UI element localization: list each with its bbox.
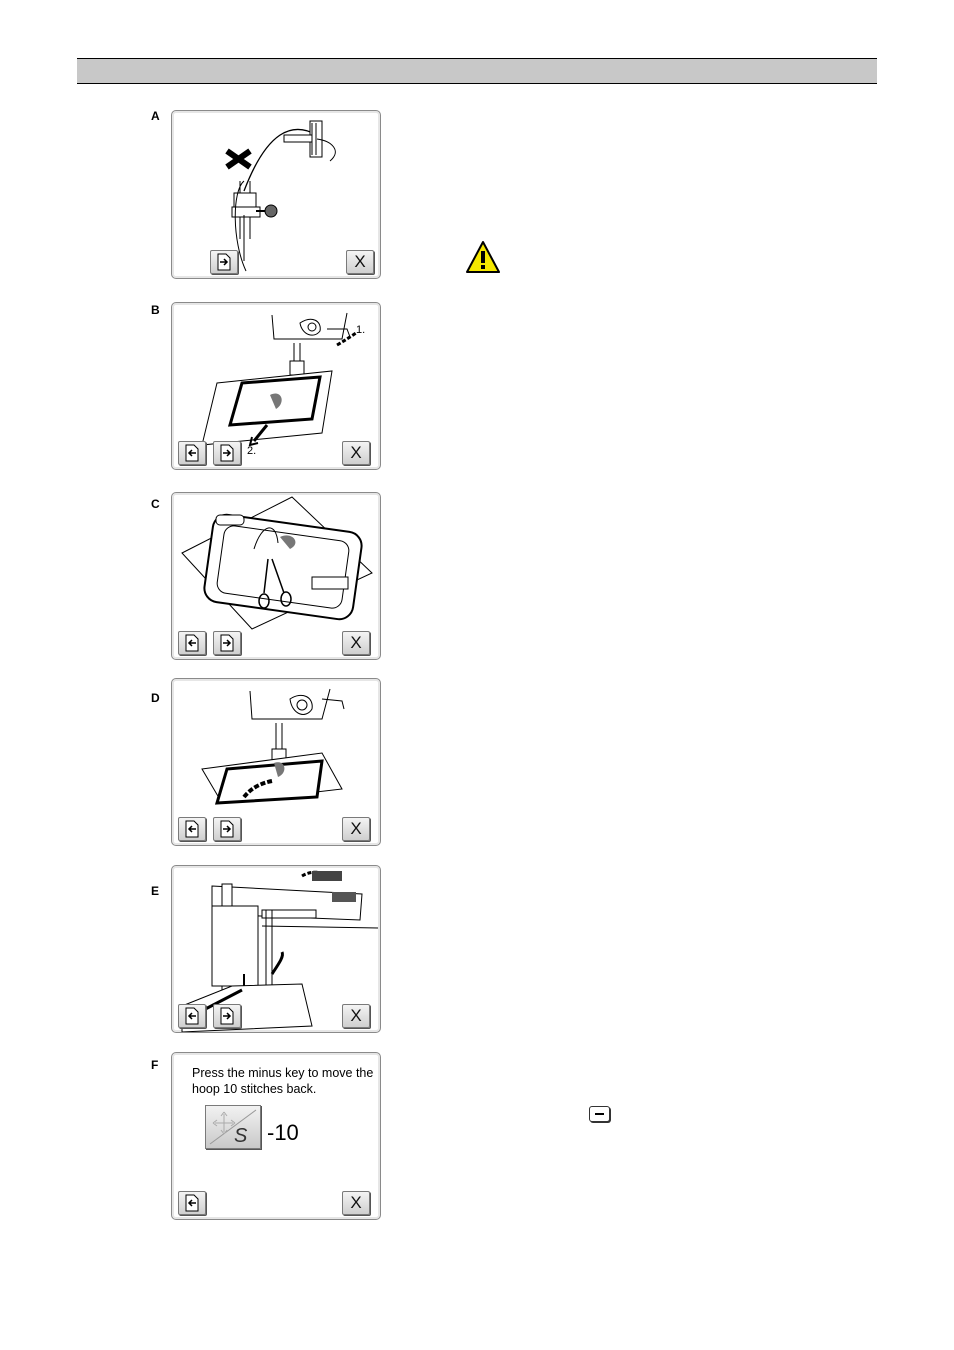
page-next-icon xyxy=(216,253,232,271)
panel-e-screen: X xyxy=(171,865,381,1033)
panel-letter-c: C xyxy=(151,497,160,511)
previous-page-button[interactable] xyxy=(178,1191,206,1215)
callout-step-2: 2. xyxy=(247,445,256,457)
next-page-button[interactable] xyxy=(213,817,241,841)
next-page-button[interactable] xyxy=(213,1004,241,1028)
panel-letter-d: D xyxy=(151,691,160,705)
close-button[interactable]: X xyxy=(342,631,370,655)
panel-a-screen: X xyxy=(171,110,381,279)
page-next-icon xyxy=(219,444,235,462)
previous-page-button[interactable] xyxy=(178,817,206,841)
hoop-move-stitch-icon: S xyxy=(206,1106,260,1148)
panel-letter-f: F xyxy=(151,1058,158,1072)
page-next-icon xyxy=(219,634,235,652)
section-header-bar xyxy=(77,58,877,84)
next-page-button[interactable] xyxy=(213,441,241,465)
next-page-button[interactable] xyxy=(213,631,241,655)
page-previous-icon xyxy=(184,444,200,462)
minus-key-icon xyxy=(589,1106,610,1122)
page-previous-icon xyxy=(184,1007,200,1025)
next-page-button[interactable] xyxy=(210,250,238,274)
page-next-icon xyxy=(219,820,235,838)
panel-f-screen: Press the minus key to move the hoop 10 … xyxy=(171,1052,381,1220)
stitch-move-button[interactable]: S xyxy=(205,1105,261,1149)
panel-d-screen: X xyxy=(171,678,381,846)
panel-letter-a: A xyxy=(151,109,160,123)
panel-letter-e: E xyxy=(151,884,159,898)
panel-b-screen: 1. 2. X xyxy=(171,302,381,470)
warning-triangle-icon xyxy=(465,239,501,275)
close-button[interactable]: X xyxy=(342,1004,370,1028)
panel-letter-b: B xyxy=(151,303,160,317)
close-button[interactable]: X xyxy=(342,817,370,841)
close-button[interactable]: X xyxy=(342,1191,370,1215)
callout-step-1: 1. xyxy=(356,324,365,336)
page-previous-icon xyxy=(184,820,200,838)
svg-text:S: S xyxy=(234,1125,248,1147)
page-previous-icon xyxy=(184,634,200,652)
previous-page-button[interactable] xyxy=(178,1004,206,1028)
instruction-message: Press the minus key to move the hoop 10 … xyxy=(192,1065,378,1097)
page-previous-icon xyxy=(184,1194,200,1212)
panel-c-screen: X xyxy=(171,492,381,660)
stitch-count-value: -10 xyxy=(267,1120,299,1146)
previous-page-button[interactable] xyxy=(178,441,206,465)
close-button[interactable]: X xyxy=(346,250,374,274)
page-next-icon xyxy=(219,1007,235,1025)
previous-page-button[interactable] xyxy=(178,631,206,655)
close-button[interactable]: X xyxy=(342,441,370,465)
